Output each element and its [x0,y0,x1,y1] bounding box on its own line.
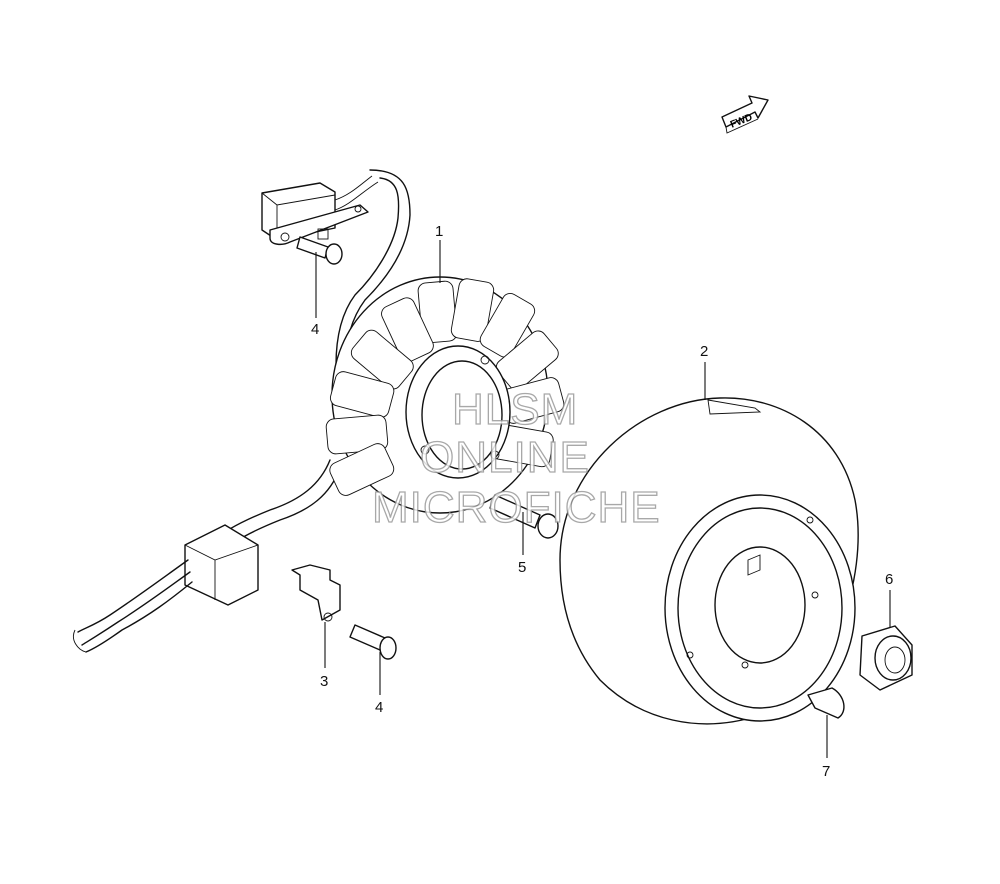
callout-1: 1 [435,223,443,240]
callout-2: 2 [700,343,708,360]
bolt-lower [349,624,397,660]
stator-bolt [489,494,559,539]
callout-4-lower: 4 [375,699,383,716]
callout-6: 6 [885,571,893,588]
key [807,687,845,719]
callouts: 1 2 3 4 4 5 6 7 [311,223,893,780]
fwd-arrow-icon: FWD [721,95,769,134]
watermark: HLSM ONLINE MICROFICHE [371,384,661,532]
nut [859,625,913,691]
callout-4-upper: 4 [311,321,319,338]
bolt-upper [296,236,343,265]
watermark-line-1: HLSM [452,385,578,434]
stator [325,276,565,514]
wire-harness [73,169,411,653]
callout-7: 7 [822,763,830,780]
watermark-line-3: MICROFICHE [372,483,661,532]
callout-3: 3 [320,673,328,690]
callout-5: 5 [518,559,526,576]
bracket [291,564,341,622]
leader-lines [315,240,891,758]
rotor [559,397,859,725]
watermark-line-2: ONLINE [420,433,590,482]
